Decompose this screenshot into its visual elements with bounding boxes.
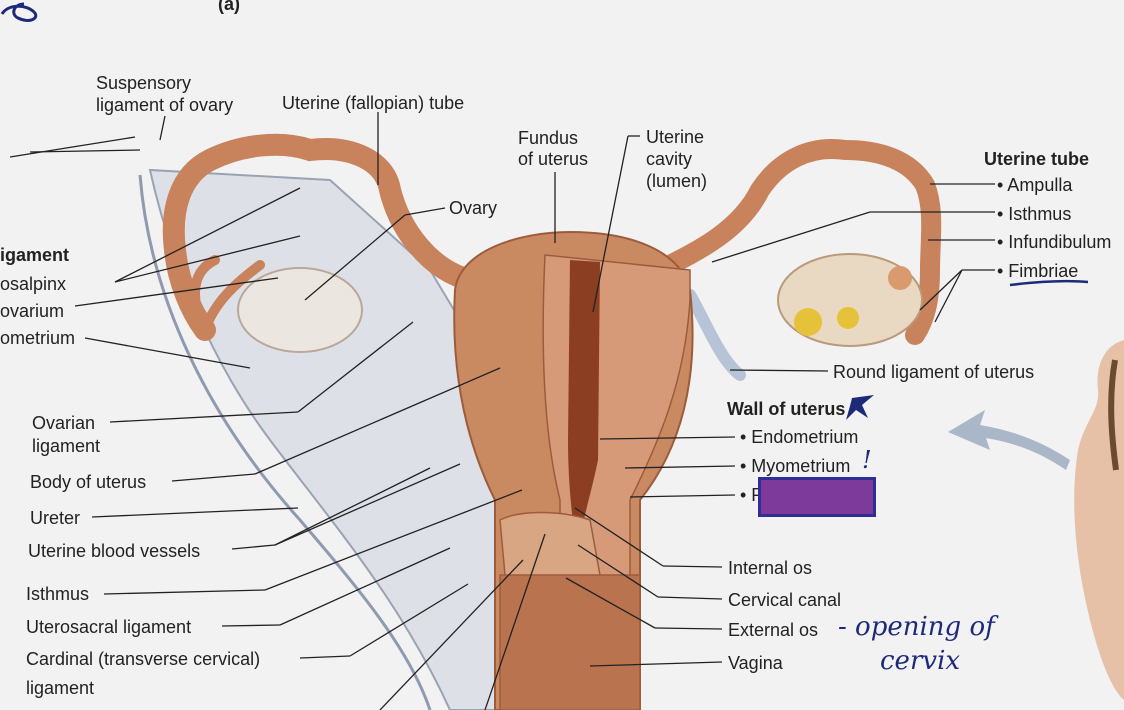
label-isthmus-right: • Isthmus	[997, 204, 1072, 224]
label-mesometrium: ometrium	[0, 328, 76, 348]
star-mark-icon	[846, 395, 874, 420]
label-wall-of-uterus: Wall of uterus	[727, 399, 846, 419]
label-infundibulum: • Infundibulum	[997, 232, 1112, 252]
follicle	[888, 266, 912, 290]
label-uterine-cavity-line1: Uterine	[646, 127, 705, 147]
label-isthmus-left: Isthmus	[26, 584, 90, 604]
panel-letter: (a)	[218, 0, 240, 14]
label-ureter: Ureter	[30, 508, 81, 528]
label-external-os: External os	[728, 620, 819, 640]
handwritten-opening-of: - opening of	[838, 612, 995, 642]
figure-braid	[1108, 359, 1119, 471]
label-perimetrium: • P	[740, 485, 764, 505]
label-fundus-line1: Fundus	[518, 128, 579, 148]
label-cardinal-line2: ligament	[26, 678, 95, 698]
label-ovarian-ligament-line2: ligament	[32, 436, 101, 456]
label-fundus-line2: of uterus	[518, 149, 589, 169]
label-fimbriae: • Fimbriae	[997, 261, 1079, 281]
fimbriae-underline	[1009, 279, 1089, 287]
label-vagina: Vagina	[728, 653, 783, 673]
label-mesovarium: ovarium	[0, 301, 65, 321]
label-mesosalpinx: osalpinx	[0, 274, 67, 294]
label-ovarian-ligament-line1: Ovarian	[32, 413, 96, 433]
label-ampulla: • Ampulla	[997, 175, 1073, 195]
label-round-ligament: Round ligament of uterus	[833, 362, 1035, 382]
logo-scribble-icon	[0, 2, 38, 22]
uterine-cavity	[568, 260, 600, 540]
label-uterine-tube-top: Uterine (fallopian) tube	[282, 93, 465, 113]
label-internal-os: Internal os	[728, 558, 813, 578]
label-ovary: Ovary	[449, 198, 498, 218]
label-uterine-cavity-line2: cavity	[646, 149, 693, 169]
follicle	[794, 308, 822, 336]
label-myometrium: • Myometrium	[740, 456, 851, 476]
left-ovary	[237, 267, 363, 353]
broad-ligament-edge	[138, 174, 432, 710]
label-cardinal-line1: Cardinal (transverse cervical)	[26, 649, 261, 669]
label-suspensory-line2: ligament of ovary	[96, 95, 234, 115]
label-uterine-cavity-line3: (lumen)	[646, 171, 708, 191]
purple-redaction-box	[758, 477, 876, 517]
label-ligament-header: igament	[0, 245, 70, 265]
leader-lines	[9, 112, 995, 710]
handwritten-exclaim: !	[862, 446, 872, 474]
round-ligament	[684, 289, 746, 381]
label-cervical-canal: Cervical canal	[728, 590, 842, 610]
handwritten-cervix: cervix	[880, 646, 961, 676]
label-endometrium: • Endometrium	[740, 427, 859, 447]
label-uterosacral-ligament: Uterosacral ligament	[26, 617, 192, 637]
right-uterine-tube	[650, 139, 942, 345]
label-uterine-blood-vessels: Uterine blood vessels	[28, 541, 201, 561]
label-body-of-uterus: Body of uterus	[30, 472, 147, 492]
label-suspensory-line1: Suspensory	[96, 73, 192, 93]
figure-silhouette	[1074, 340, 1124, 700]
label-uterine-tube-header: Uterine tube	[984, 149, 1090, 169]
follicle	[837, 307, 859, 329]
pointer-arrow	[948, 410, 1070, 470]
vagina	[499, 574, 641, 710]
left-fimbriae	[190, 255, 265, 335]
